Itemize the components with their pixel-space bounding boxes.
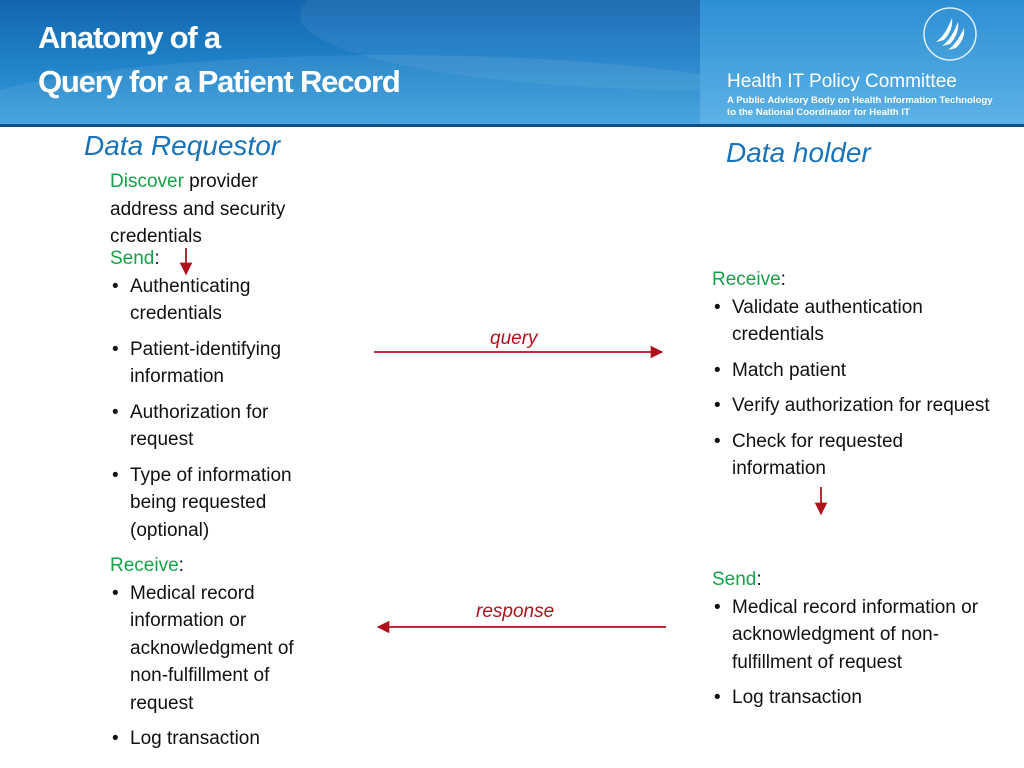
discover-step: Discover provider address and security c… — [110, 168, 320, 251]
discover-text: provider address and security credential… — [110, 171, 286, 247]
list-item: Check for requested information — [712, 428, 1002, 483]
list-item: Medical record information or acknowledg… — [110, 580, 325, 718]
hhs-eagle-logo-icon — [923, 7, 977, 61]
holder-send-label: Send — [712, 569, 757, 590]
holder-send-step: Send: Medical record information or ackn… — [712, 566, 1002, 720]
requestor-send-list: Authenticating credentials Patient-ident… — [110, 273, 325, 545]
requestor-receive-label: Receive — [110, 555, 179, 576]
response-label: response — [476, 601, 555, 622]
list-item: Match patient — [712, 357, 1002, 385]
list-item: Type of information being requested (opt… — [110, 462, 325, 545]
list-item: Verify authorization for request — [712, 392, 1002, 420]
committee-subtitle-1: A Public Advisory Body on Health Informa… — [727, 95, 993, 106]
requestor-receive-step: Receive: Medical record information or a… — [110, 552, 325, 761]
data-holder-heading: Data holder — [726, 137, 871, 168]
committee-subtitle-2: to the National Coordinator for Health I… — [727, 107, 910, 118]
brand-panel — [700, 0, 1024, 127]
committee-name: Health IT Policy Committee — [727, 71, 957, 92]
requestor-receive-list: Medical record information or acknowledg… — [110, 580, 325, 753]
list-item: Patient-identifying information — [110, 336, 325, 391]
list-item: Authorization for request — [110, 399, 325, 454]
list-item: Medical record information or acknowledg… — [712, 594, 1002, 677]
requestor-send-step: Send: Authenticating credentials Patient… — [110, 245, 325, 552]
holder-receive-step: Receive: Validate authentication credent… — [712, 266, 1002, 491]
slide-title: Anatomy of a Query for a Patient Record — [38, 16, 401, 104]
requestor-send-label: Send — [110, 248, 155, 269]
holder-receive-list: Validate authentication credentials Matc… — [712, 294, 1002, 483]
holder-send-list: Medical record information or acknowledg… — [712, 594, 1002, 712]
discover-label: Discover — [110, 171, 184, 192]
title-line-2: Query for a Patient Record — [38, 64, 401, 99]
data-requestor-heading: Data Requestor — [84, 130, 281, 161]
header-divider — [0, 124, 1024, 127]
query-label: query — [490, 328, 538, 349]
title-line-1: Anatomy of a — [38, 20, 221, 55]
list-item: Validate authentication credentials — [712, 294, 1002, 349]
list-item: Authenticating credentials — [110, 273, 325, 328]
list-item: Log transaction — [712, 684, 1002, 712]
slide-header: Anatomy of a Query for a Patient Record … — [0, 0, 1024, 127]
holder-receive-label: Receive — [712, 269, 781, 290]
list-item: Log transaction — [110, 725, 325, 753]
